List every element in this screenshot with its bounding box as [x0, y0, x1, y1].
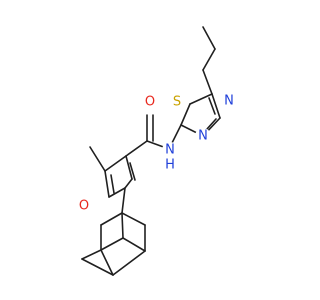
bond — [100, 237, 124, 251]
structure-drawing: O N H O S N N — [76, 26, 237, 276]
bond — [89, 146, 106, 172]
bond — [121, 212, 124, 239]
thiadiazole-n4-label: N — [198, 129, 208, 144]
bond — [81, 258, 114, 276]
bond — [81, 249, 102, 260]
bond — [104, 170, 110, 198]
bond — [202, 69, 213, 95]
bond — [125, 140, 148, 157]
bond — [121, 212, 146, 226]
thiadiazole-n3-label: N — [224, 94, 234, 109]
carbonyl-oxygen-label: O — [145, 95, 155, 110]
bond — [121, 187, 126, 214]
bond — [110, 174, 115, 194]
bond — [129, 162, 136, 181]
bond — [100, 249, 114, 276]
bond — [100, 212, 123, 226]
bond — [122, 237, 146, 252]
thiadiazole-sulfur-label: S — [173, 95, 181, 110]
amide-hydrogen-label: H — [165, 158, 175, 173]
bond — [208, 97, 216, 115]
atom-layer: O N H O S N N — [76, 93, 237, 214]
bond — [108, 187, 126, 198]
bond — [180, 103, 191, 126]
bond — [202, 48, 216, 71]
bond-layer — [81, 26, 221, 276]
bond — [104, 155, 127, 172]
bond — [206, 118, 217, 130]
bond — [211, 93, 221, 119]
furan-oxygen-label: O — [79, 199, 89, 214]
bond — [189, 93, 213, 105]
amide-nitrogen-label: N — [165, 143, 175, 158]
bond — [202, 26, 216, 50]
bond — [125, 155, 133, 180]
molecule-diagram: O N H O S N N — [76, 26, 237, 276]
bond — [124, 178, 133, 189]
bond — [112, 250, 146, 276]
